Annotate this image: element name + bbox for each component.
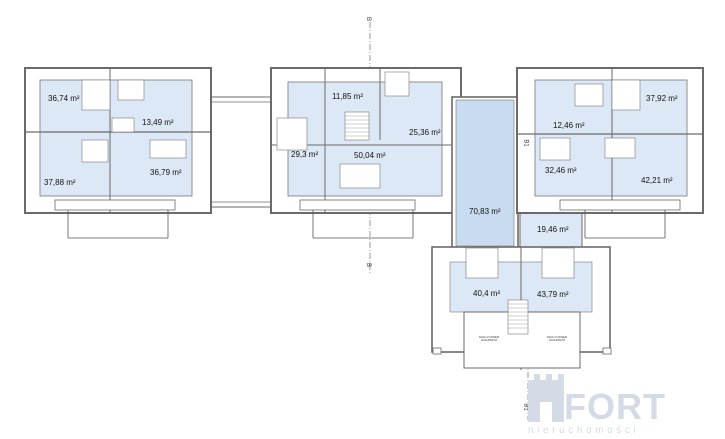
fort-logo: FORT nieruchomości: [524, 370, 725, 439]
logo-wordmark: FORT: [564, 386, 666, 427]
roof-note-left: DACH Z OKNEM DACHOWYM: [479, 336, 499, 342]
area-label: 25,36 m²: [409, 128, 441, 137]
area-label: 36,74 m²: [48, 94, 80, 103]
area-label: 42,21 m²: [641, 176, 673, 185]
bottom-wing: [431, 246, 612, 370]
link-left: [209, 96, 273, 208]
right-building: [516, 67, 704, 239]
logo-tagline: nieruchomości: [528, 425, 640, 436]
tower-icon: [528, 374, 564, 422]
area-label: 37,88 m²: [44, 178, 76, 187]
section-mark-b1-right: B1: [522, 139, 529, 147]
area-label: 36,79 m²: [150, 168, 182, 177]
area-label: 37,92 m²: [646, 94, 678, 103]
section-mark-b-top: B: [365, 16, 372, 22]
area-label: 13,49 m²: [142, 118, 174, 127]
left-building: [24, 67, 212, 239]
roof-note-right: DACH Z OKNEM DACHOWYM: [547, 336, 567, 342]
area-label: 12,46 m²: [553, 121, 585, 130]
area-label: 43,79 m²: [537, 290, 569, 299]
area-label: 50,04 m²: [354, 151, 386, 160]
area-label: 70,83 m²: [469, 207, 501, 216]
section-mark-b-mid: B: [365, 262, 372, 268]
area-label: 19,46 m²: [537, 225, 569, 234]
area-label: 40,4 m²: [473, 289, 501, 298]
center-building: [270, 67, 462, 239]
area-label: 11,85 m²: [332, 92, 363, 101]
area-label: 29,3 m²: [291, 150, 319, 159]
area-label: 32,46 m²: [545, 166, 577, 175]
